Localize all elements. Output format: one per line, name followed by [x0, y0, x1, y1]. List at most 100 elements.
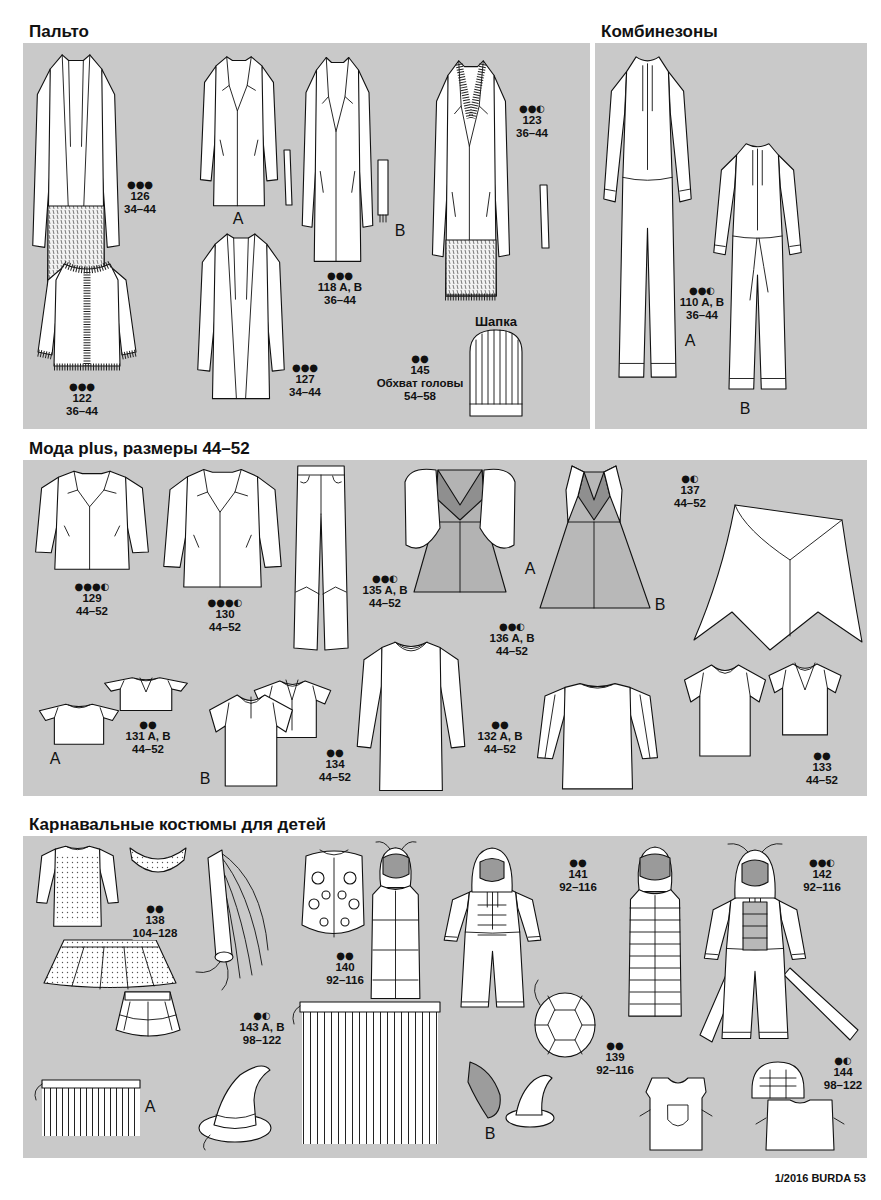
- model-number: 138: [145, 914, 164, 927]
- label-holder: 44–52: [76, 601, 108, 619]
- helmet-sketch: [752, 1062, 804, 1098]
- skirt-sketch: [694, 505, 862, 650]
- label-holder: 130: [215, 604, 234, 622]
- coat-sketch: [432, 61, 549, 297]
- coat-sketch: [302, 57, 373, 261]
- label-holder: 98–122: [824, 1075, 862, 1093]
- turtle-shell-sketch: [535, 993, 595, 1057]
- fringe-skirt-sketch: [35, 1080, 140, 1136]
- fur-jacket-sketch: [38, 264, 136, 367]
- label-holder: 127: [295, 369, 314, 387]
- label-holder: B: [485, 1125, 496, 1143]
- turtle-suit-sketch: [472, 848, 512, 892]
- jacket-sketch: [36, 471, 149, 569]
- model-number: 132 A, B: [478, 730, 523, 743]
- dress-sketch: [578, 472, 610, 520]
- panel-ground: [595, 43, 867, 429]
- hooded-vest-sketch: [630, 908, 680, 1004]
- cape-sketch: [338, 891, 346, 899]
- grasshopper-suit-sketch: [704, 894, 805, 1038]
- label-holder: B: [655, 596, 666, 614]
- label-holder: 110 A, B: [680, 292, 724, 310]
- label-holder: 36–44: [324, 290, 356, 308]
- dress-sketch: [604, 466, 622, 522]
- cape-sketch: [322, 891, 330, 899]
- dress-sketch: [795, 663, 815, 690]
- view-letter: B: [200, 770, 211, 788]
- grass-skirt-sketch: [293, 1006, 300, 1024]
- label-holder: 129: [82, 588, 101, 606]
- section-heading: Мода plus, размеры 44–52: [29, 440, 250, 458]
- label-holder: 133: [812, 757, 831, 775]
- coat-sketch: [284, 150, 292, 205]
- label-holder: 142: [812, 864, 831, 882]
- model-number: 54–58: [404, 390, 436, 403]
- item-caption: Шапка: [475, 314, 517, 329]
- label-holder: 104–128: [133, 923, 178, 941]
- dress-sketch: [685, 663, 842, 756]
- coat-sketch: [200, 57, 277, 206]
- model-number: 144: [833, 1066, 852, 1079]
- blouse-sketch: [538, 684, 658, 789]
- dress-sketch: [480, 469, 515, 548]
- tunic-sketch: [640, 1078, 712, 1150]
- hat-sketch: [470, 330, 522, 416]
- panel-ground: [23, 43, 867, 1158]
- cape-sketch: [302, 850, 364, 937]
- model-number: 44–52: [319, 771, 351, 784]
- model-number: 36–44: [324, 294, 356, 307]
- fox-tail-sketch: [468, 1062, 500, 1118]
- model-number: 118 A, B: [318, 281, 362, 294]
- insect-suit-sketch: [373, 920, 418, 980]
- label-holder: B: [200, 770, 211, 788]
- insect-suit-sketch: [383, 854, 409, 878]
- model-number: 110 A, B: [680, 296, 724, 309]
- model-number: 104–128: [133, 927, 178, 940]
- label-holder: 137: [680, 480, 699, 498]
- cape-sketch: [320, 918, 328, 926]
- view-letter: B: [485, 1125, 496, 1143]
- label-holder: 92–116: [559, 877, 597, 895]
- coat-sketch: [380, 215, 386, 222]
- helmet-sketch: [752, 1062, 804, 1098]
- model-number: 143 A, B: [240, 1021, 285, 1034]
- coat-sketch: [378, 160, 388, 215]
- panel-ground: [23, 43, 590, 429]
- model-number: 34–44: [289, 386, 321, 399]
- label-holder: Обхват головы: [377, 373, 464, 391]
- turtle-shell-sketch: [534, 980, 540, 1005]
- skirt-sketch: [735, 505, 842, 636]
- label-holder: 44–52: [496, 641, 528, 659]
- model-number: 92–116: [326, 974, 364, 987]
- label-holder: 122: [72, 388, 91, 406]
- witch-hat-sketch: [506, 1075, 554, 1127]
- label-holder: 144: [833, 1062, 852, 1080]
- turtle-shell-sketch: [535, 996, 595, 1054]
- label-holder: A: [145, 1098, 156, 1116]
- label-holder: 34–44: [124, 199, 156, 217]
- dress-sketch: [568, 522, 620, 608]
- jumpsuit-sketch: [714, 144, 801, 389]
- witch-hat-sketch: [214, 1066, 270, 1129]
- blouse-sketch: [538, 684, 658, 789]
- model-number: 98–122: [824, 1079, 862, 1092]
- jumpsuit-sketch: [714, 144, 801, 389]
- hat-sketch: [470, 330, 522, 404]
- label-holder: 138: [145, 910, 164, 928]
- cape-sketch: [302, 851, 364, 934]
- coat-sketch: [200, 57, 292, 206]
- witch-hat-sketch: [516, 1075, 552, 1115]
- model-number: 44–52: [674, 497, 706, 510]
- section-panel: Комбинезоны: [595, 43, 867, 429]
- model-number: 129: [82, 592, 101, 605]
- dress-sketch: [395, 642, 427, 651]
- cape-sketch: [309, 899, 319, 909]
- label-holder: Шапка: [475, 312, 517, 330]
- dress-sketch: [405, 469, 440, 548]
- label-holder: 141: [568, 864, 587, 882]
- top-sketch: [39, 704, 118, 744]
- label-holder: 36–44: [516, 123, 548, 141]
- model-number: 44–52: [209, 621, 241, 634]
- label-holder: 44–52: [132, 739, 164, 757]
